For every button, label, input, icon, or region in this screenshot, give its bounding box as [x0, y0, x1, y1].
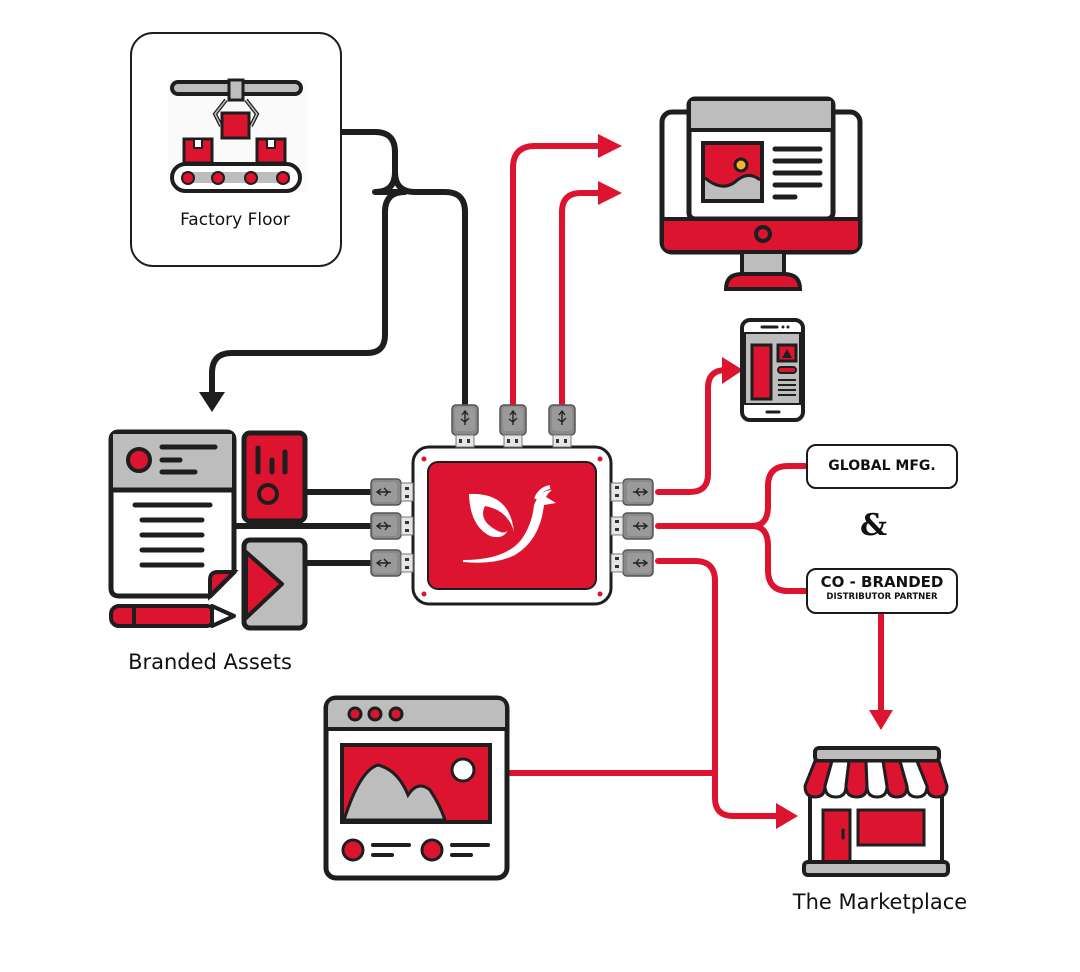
desktop-monitor-icon	[659, 96, 863, 291]
ampersand: &	[860, 508, 888, 543]
line-factory-to-hub	[339, 129, 468, 407]
factory-floor-label: Factory Floor	[180, 210, 290, 230]
factory-conveyor-icon	[168, 78, 308, 193]
web-page-icon	[323, 695, 510, 881]
connector-lines	[209, 129, 884, 819]
storefront-icon	[802, 746, 950, 877]
usb-ports-top	[451, 404, 576, 448]
partners-brace	[749, 463, 809, 594]
branded-assets-label: Branded Assets	[128, 650, 292, 674]
arrowheads	[199, 134, 893, 829]
arrow-right-icon	[722, 357, 743, 384]
line-hub-to-mobile	[655, 367, 731, 495]
global-mfg-box: GLOBAL MFG.	[806, 444, 958, 489]
marketplace-label: The Marketplace	[792, 890, 968, 914]
usb-ports-left	[370, 478, 414, 577]
global-mfg-label: GLOBAL MFG.	[828, 458, 936, 474]
usb-ports-right	[610, 478, 654, 577]
factory-floor-card	[130, 32, 342, 267]
co-branded-box: CO - BRANDED DISTRIBUTOR PARTNER	[806, 568, 958, 614]
line-hub-to-desktop-2	[559, 190, 603, 407]
smartphone-icon	[740, 318, 805, 422]
hub-device	[411, 445, 613, 606]
line-hub-to-marketplace	[655, 558, 781, 819]
line-factory-to-branded	[209, 169, 408, 395]
branded-assets-icon	[108, 429, 308, 631]
distributor-partner-label: DISTRIBUTOR PARTNER	[826, 592, 938, 602]
arrow-down-icon	[869, 710, 893, 730]
arrow-right-icon	[598, 134, 622, 158]
bird-logo-icon	[463, 485, 556, 563]
arrow-right-icon	[776, 803, 798, 829]
line-hub-to-desktop-1	[510, 143, 603, 407]
co-branded-label: CO - BRANDED	[820, 573, 944, 591]
arrow-down-icon	[199, 392, 225, 412]
arrow-right-icon	[598, 181, 622, 205]
